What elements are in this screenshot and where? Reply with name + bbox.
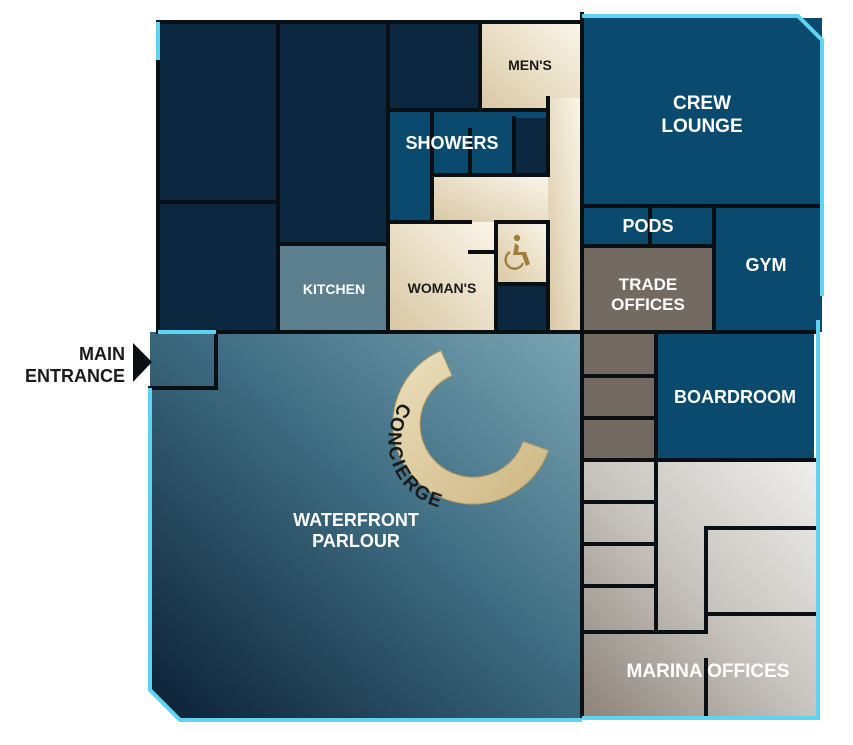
room-trade-offices[interactable] [582, 246, 714, 332]
room-janitor [496, 284, 548, 330]
label-trade-offices-1: TRADE [619, 275, 678, 294]
room-waterfront-parlour[interactable] [150, 332, 582, 718]
label-crew-lounge-2: LOUNGE [661, 116, 742, 137]
wheelchair-icon [504, 234, 530, 270]
label-gym: GYM [745, 255, 786, 275]
interior-walls [148, 12, 824, 720]
label-crew-lounge-1: CREW [673, 93, 731, 114]
room-storage-west-upper [158, 22, 278, 202]
room-storage-west-lower [158, 202, 278, 332]
label-waterfront-parlour-1: WATERFRONT [293, 510, 419, 530]
label-trade-offices-2: OFFICES [611, 295, 685, 314]
room-womans[interactable] [388, 222, 496, 330]
room-storage-north [388, 22, 480, 110]
label-main-entrance-1: MAIN [79, 344, 125, 364]
label-showers: SHOWERS [405, 133, 498, 153]
room-restroom-hall [432, 175, 548, 223]
room-mens[interactable] [480, 22, 582, 112]
label-pods: PODS [622, 216, 673, 236]
label-boardroom: BOARDROOM [674, 387, 796, 407]
room-kitchen[interactable] [278, 244, 388, 330]
arrow-right-icon [133, 343, 152, 382]
room-gym[interactable] [714, 206, 822, 332]
room-mens-corridor [548, 98, 582, 330]
shower-stall-dark [514, 118, 548, 178]
exterior-walls [148, 14, 824, 722]
label-main-entrance-2: ENTRANCE [25, 366, 125, 386]
label-mens: MEN'S [508, 57, 552, 73]
label-marina-offices: MARINA OFFICES [627, 661, 790, 682]
room-storage-central [278, 22, 388, 244]
label-kitchen: KITCHEN [303, 281, 365, 297]
room-boardroom[interactable] [656, 332, 814, 460]
label-womans: WOMAN'S [408, 280, 477, 296]
concierge-desk[interactable] [392, 350, 550, 505]
room-crew-lounge[interactable] [582, 18, 822, 206]
label-waterfront-parlour-2: PARLOUR [312, 531, 400, 551]
